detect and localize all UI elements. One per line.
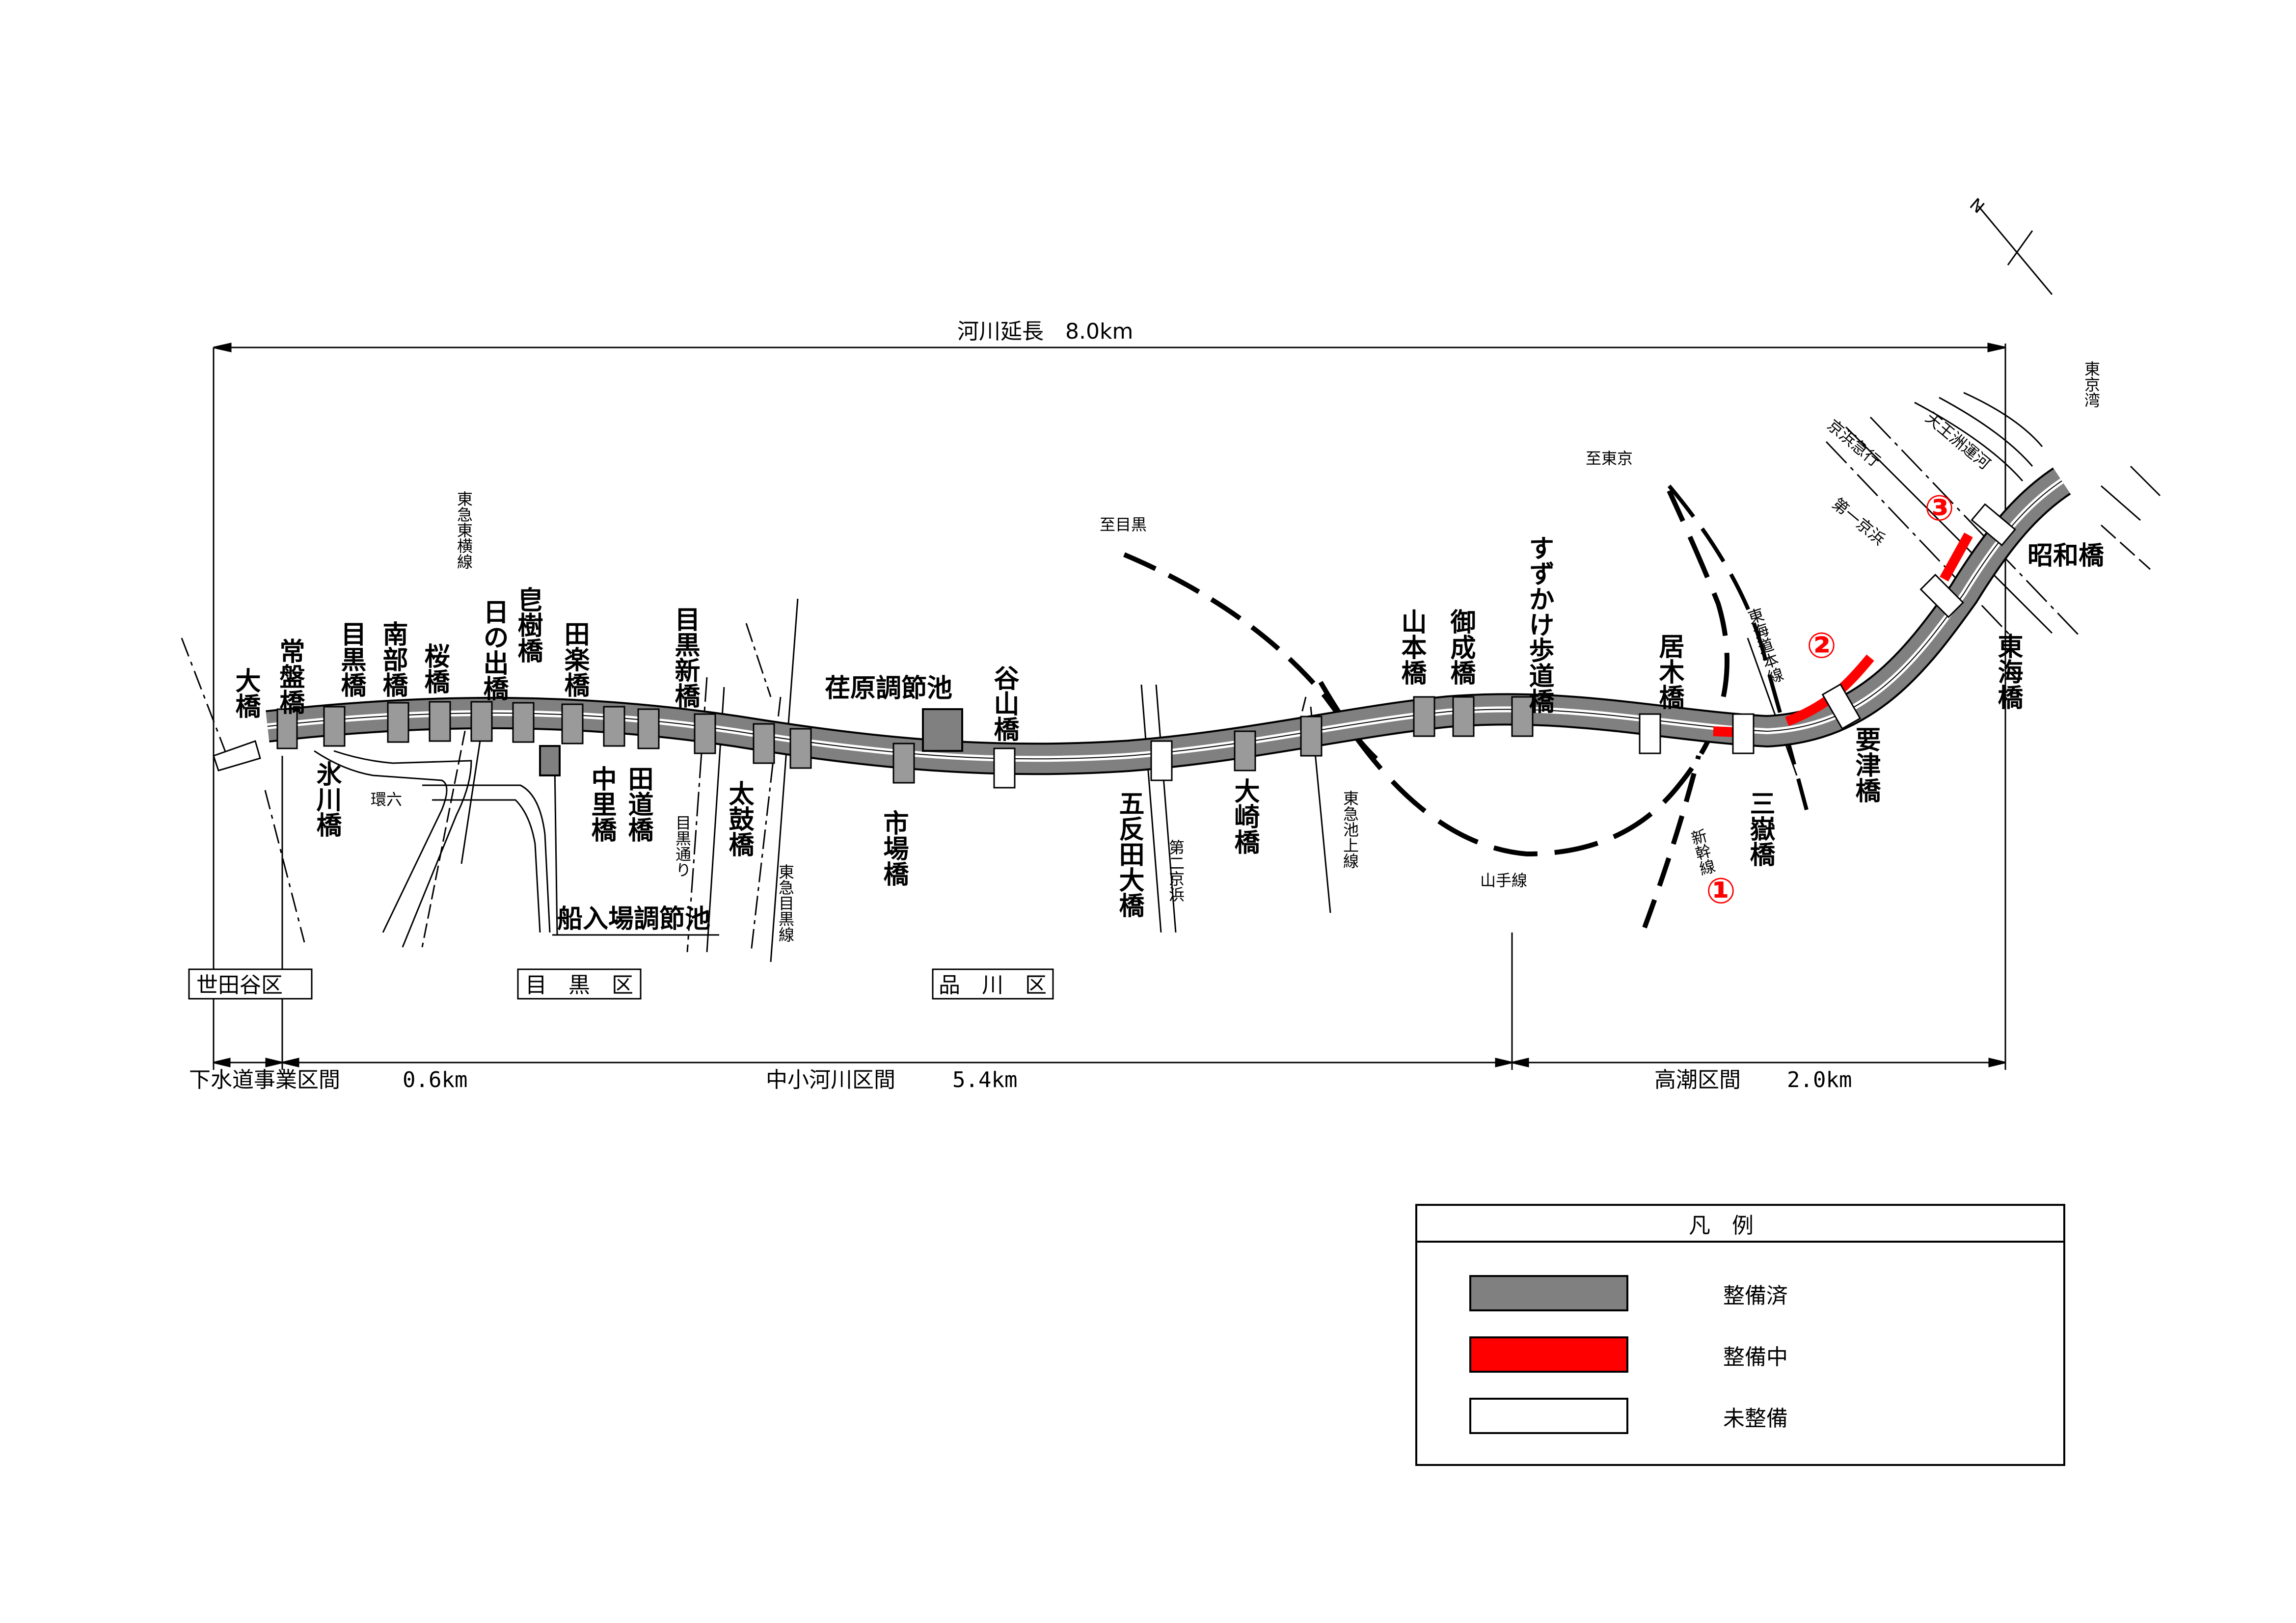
bridge-label-suzukake: すずかけ歩道橋 bbox=[1524, 535, 1554, 714]
bridge-label-meguroshin: 目黒新橋 bbox=[670, 606, 700, 708]
line-label-dai2-keihin: 第二京浜 bbox=[1166, 839, 1185, 902]
line-label-yamanote: 山手線 bbox=[1480, 871, 1527, 890]
bridge-label-gotanda: 五反田大橋 bbox=[1114, 790, 1144, 918]
bridge-label-osaki: 大崎橋 bbox=[1230, 778, 1260, 854]
line-label-keikyu: 京浜急行 bbox=[1824, 416, 1884, 470]
bridge-label-nakasato: 中里橋 bbox=[587, 766, 617, 842]
marker-3: ③ bbox=[1924, 487, 1954, 529]
bridge-label-saikachi: 皀樹橋 bbox=[513, 586, 543, 663]
funairiba-pond-marker bbox=[539, 745, 561, 776]
bridge-label-sakura: 桜橋 bbox=[420, 643, 450, 694]
line-label-tokyu-toyoko: 東急東横線 bbox=[455, 491, 473, 569]
funairiba-pond-label: 船入場調節池 bbox=[557, 905, 710, 934]
section-sewer-length: 0.6km bbox=[403, 1067, 467, 1092]
bridge-label-showa: 昭和橋 bbox=[2027, 541, 2105, 571]
ward-setagaya: 世田谷区 bbox=[196, 973, 283, 998]
total-length-label: 河川延長 8.0km bbox=[957, 319, 1133, 344]
legend-label-in-progress: 整備中 bbox=[1723, 1345, 1788, 1370]
legend: 凡 例 整備済 整備中 未整備 bbox=[1415, 1204, 2065, 1466]
legend-title: 凡 例 bbox=[1689, 1213, 1754, 1238]
marker-2: ② bbox=[1807, 625, 1837, 666]
legend-swatch-finished bbox=[1469, 1275, 1628, 1311]
bridge-label-iki: 居木橋 bbox=[1654, 633, 1684, 710]
line-label-tokyu-ikegami: 東急池上線 bbox=[1341, 790, 1359, 869]
section-storm-surge-length: 2.0km bbox=[1787, 1067, 1852, 1092]
marker-1: ① bbox=[1706, 870, 1736, 911]
work-markers: ① ② ③ bbox=[1706, 487, 1954, 911]
line-label-tokyo-bay: 東京湾 bbox=[2082, 361, 2101, 408]
section-small-river-length: 5.4km bbox=[952, 1067, 1017, 1092]
bridge-label-meguro: 目黒橋 bbox=[336, 621, 366, 697]
bridge-label-tokiwa: 常盤橋 bbox=[275, 638, 305, 715]
river-channel bbox=[213, 467, 2071, 775]
legend-swatch-in-progress bbox=[1469, 1336, 1628, 1373]
bridge-label-taiko: 太鼓橋 bbox=[724, 780, 754, 857]
legend-label-unfinished: 未整備 bbox=[1723, 1406, 1788, 1431]
bridge-label-nanbu: 南部橋 bbox=[378, 621, 408, 697]
section-small-river-name: 中小河川区間 bbox=[766, 1067, 895, 1092]
dimension-lines bbox=[213, 343, 2006, 1070]
line-labels: 東急東横線 環六 目黒通り 東急目黒線 第二京浜 東急池上線 山手線 新幹線 東… bbox=[371, 361, 2101, 942]
bridge-label-tamichi: 田道橋 bbox=[623, 766, 653, 842]
line-label-dai1-keihin: 第一京浜 bbox=[1829, 494, 1889, 549]
line-label-tokyu-meguro: 東急目黒線 bbox=[776, 864, 795, 942]
line-label-to-tokyo: 至東京 bbox=[1586, 449, 1633, 468]
line-label-meguro-dori: 目黒通り bbox=[673, 815, 692, 878]
legend-label-finished: 整備済 bbox=[1723, 1283, 1788, 1308]
transport-lines bbox=[181, 392, 2161, 962]
bridge-labels: 大橋 常盤橋 氷川橋 目黒橋 南部橋 桜橋 日の出橋 皀樹橋 田楽橋 中里橋 田… bbox=[231, 535, 2023, 918]
legend-swatch-unfinished bbox=[1469, 1398, 1628, 1434]
bridges bbox=[276, 503, 2016, 789]
bridge-label-ichiba: 市場橋 bbox=[879, 810, 909, 886]
ebara-pond-marker bbox=[922, 708, 963, 752]
ward-meguro: 目 黒 区 bbox=[525, 973, 633, 998]
bridge-label-oohashi: 大橋 bbox=[231, 667, 261, 718]
bridge-label-hinode: 日の出橋 bbox=[479, 599, 509, 701]
bridge-label-hikawa: 氷川橋 bbox=[312, 761, 342, 837]
river-segment-in-progress-3 bbox=[1940, 532, 1973, 582]
section-storm-surge-name: 高潮区間 bbox=[1654, 1067, 1741, 1092]
section-sewer-name: 下水道事業区間 bbox=[189, 1067, 340, 1092]
bridge-label-yamamoto: 山本橋 bbox=[1397, 609, 1427, 685]
ward-boxes: 世田谷区 目 黒 区 品 川 区 bbox=[188, 968, 1054, 1000]
section-labels: 下水道事業区間 0.6km 中小河川区間 5.4km 高潮区間 2.0km bbox=[189, 1067, 1852, 1092]
bridge-label-onari: 御成橋 bbox=[1446, 609, 1476, 685]
bridge-label-yagayama: 谷山橋 bbox=[989, 665, 1019, 742]
bridge-label-tokai: 東海橋 bbox=[1993, 633, 2023, 710]
line-label-kan6: 環六 bbox=[371, 790, 402, 809]
bridge-label-kanametsu: 要津橋 bbox=[1851, 726, 1881, 803]
line-label-to-meguro: 至目黒 bbox=[1100, 515, 1147, 534]
ebara-pond-label: 荏原調節池 bbox=[825, 674, 952, 703]
north-arrow-icon: N bbox=[1966, 194, 2053, 295]
ward-shinagawa: 品 川 区 bbox=[939, 973, 1047, 998]
line-label-tennozu: 天王洲運河 bbox=[1922, 408, 1994, 473]
bridge-label-sangaku: 三嶽橋 bbox=[1745, 790, 1775, 867]
bridge-label-dengaku: 田楽橋 bbox=[560, 621, 590, 697]
